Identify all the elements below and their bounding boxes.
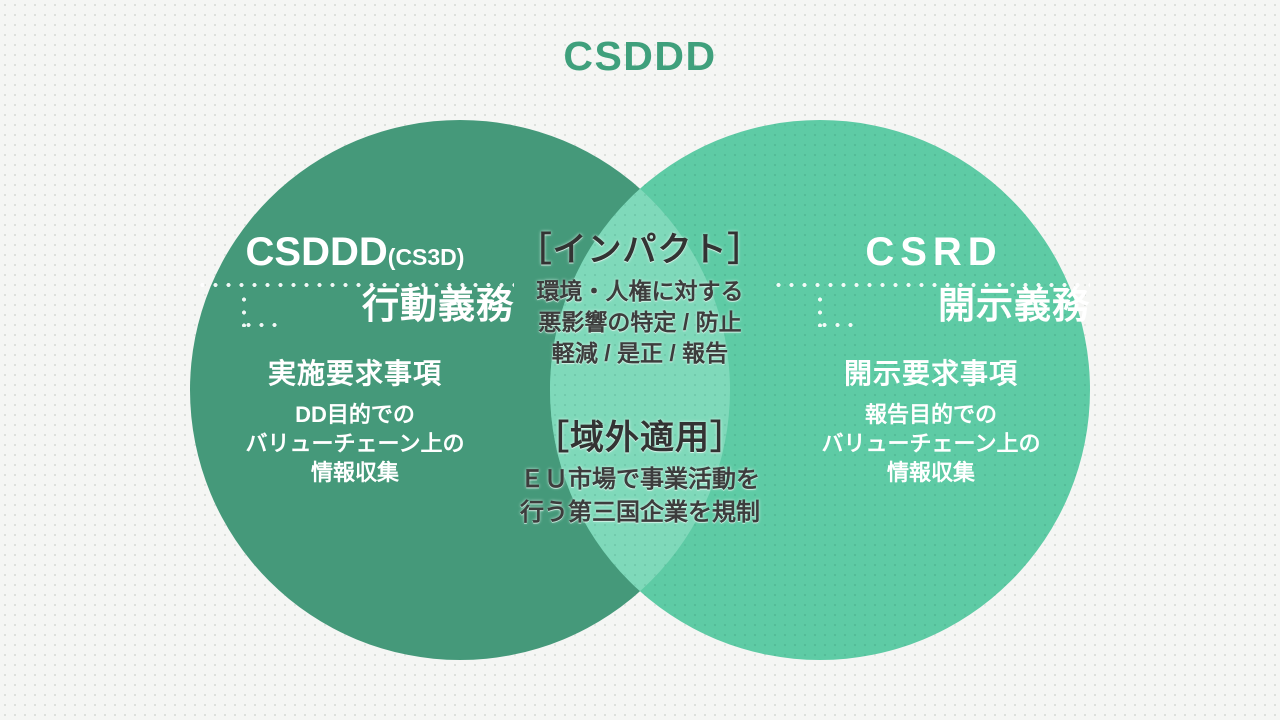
csddd-acronym-main: CSDDD <box>245 230 388 274</box>
overlap-impact-line: 悪影響の特定 / 防止 <box>538 309 742 336</box>
overlap-extraterritorial-title: ［域外適用］ <box>535 419 745 457</box>
csrd-requirement-line: 情報収集 <box>886 459 975 485</box>
csrd-requirement-body: 報告目的での バリューチェーン上の 情報収集 <box>772 400 1090 487</box>
csddd-requirement-line: バリューチェーン上の <box>245 430 465 456</box>
overlap-impact-body: 環境・人権に対する 悪影響の特定 / 防止 軽減 / 是正 / 報告 <box>500 276 780 369</box>
csrd-obligation: 開示義務 <box>938 285 1090 326</box>
csddd-obligation: 行動義務 <box>362 285 514 326</box>
csddd-requirement-body: DD目的での バリューチェーン上の 情報収集 <box>196 400 514 487</box>
dotted-corner-icon <box>242 323 284 327</box>
dotted-corner-icon <box>818 323 860 327</box>
page-title: CSDDD <box>563 33 717 79</box>
venn-overlap-shape <box>550 120 730 660</box>
csrd-requirement-title: 開示要求事項 <box>843 358 1018 389</box>
panel-overlap-impact: ［インパクト］ 環境・人権に対する 悪影響の特定 / 防止 軽減 / 是正 / … <box>500 231 780 370</box>
csrd-divider-group: 開示義務 <box>772 283 1090 341</box>
overlap-impact-line: 軽減 / 是正 / 報告 <box>551 340 729 367</box>
panel-overlap-extraterritorial: ［域外適用］ ＥＵ市場で事業活動を 行う第三国企業を規制 <box>496 419 784 529</box>
csrd-requirement-line: 報告目的での <box>864 401 997 427</box>
dotted-vertical-icon <box>242 293 246 327</box>
csrd-acronym: CSRD <box>865 230 1003 274</box>
overlap-extraterritorial-line: ＥＵ市場で事業活動を <box>520 466 760 494</box>
csddd-requirement-line: DD目的での <box>295 401 415 427</box>
overlap-impact-title: ［インパクト］ <box>517 231 763 269</box>
dotted-vertical-icon <box>818 293 822 327</box>
dotted-rule-icon <box>196 283 514 287</box>
csrd-requirement-line: バリューチェーン上の <box>821 430 1041 456</box>
overlap-extraterritorial-body: ＥＵ市場で事業活動を 行う第三国企業を規制 <box>496 464 784 529</box>
venn-overlap-region <box>550 120 1090 660</box>
panel-csrd: CSRD 開示義務 開示要求事項 報告目的での バリューチェーン上の 情報収集 <box>772 232 1090 487</box>
csddd-acronym: CSDDD(CS3D) <box>196 232 514 272</box>
overlap-extraterritorial-line: 行う第三国企業を規制 <box>520 498 760 526</box>
overlap-impact-line: 環境・人権に対する <box>536 278 744 305</box>
csddd-divider-group: 行動義務 <box>196 283 514 341</box>
csddd-requirement-title: 実施要求事項 <box>267 358 442 389</box>
dotted-rule-icon <box>772 283 1090 287</box>
panel-csddd: CSDDD(CS3D) 行動義務 実施要求事項 DD目的での バリューチェーン上… <box>196 232 514 487</box>
csddd-acronym-sub: (CS3D) <box>387 244 465 270</box>
csddd-requirement-line: 情報収集 <box>310 459 399 485</box>
